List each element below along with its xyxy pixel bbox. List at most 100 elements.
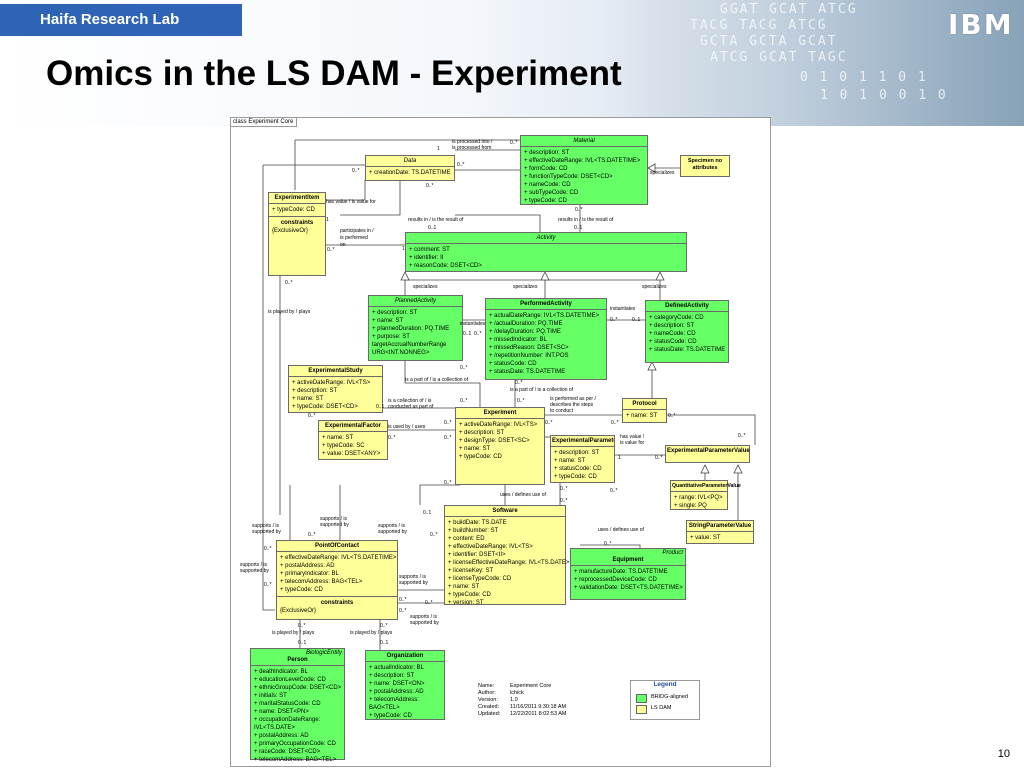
relation-label: is processed into / (452, 139, 493, 145)
relation-label: supported by (320, 522, 349, 528)
quantitativeparametervalue-attribute: + range: IVL<PQ> (674, 495, 723, 501)
stringparametervalue-class: StringParameterValue + value: ST (686, 520, 754, 544)
plannedactivity-attribute: URG<INT.NONNEG> (372, 350, 430, 356)
multiplicity: 0..* (308, 413, 316, 419)
multiplicity: 0..* (575, 207, 583, 213)
person-attribute: + educationLevelCode: CD (254, 677, 326, 683)
performedactivity-attribute: + missedReason: DSET<SC> (489, 345, 569, 351)
performedactivity-class: PerformedActivity + actualDateRange: IVL… (485, 298, 607, 380)
organization-attribute: + name: DSET<ON> (369, 681, 425, 687)
relation-label: has value / is value for (326, 199, 376, 205)
multiplicity: 0..* (264, 582, 272, 588)
relation-label: supports / is (410, 614, 437, 620)
meta-author-value: lchick (510, 690, 524, 696)
relation-label: is a part of / is a collection of (510, 387, 574, 393)
pointofcontact-class: PointOfContact + effectiveDateRange: IVL… (276, 540, 398, 620)
relation-label: supported by (410, 620, 439, 626)
experimentitem-constraints: {ExclusiveOr} (272, 228, 309, 234)
pointofcontact-constraints: {ExclusiveOr} (280, 608, 317, 614)
material-attribute: + subTypeCode: CD (524, 190, 579, 196)
activity-attribute: + identifier: II (409, 255, 444, 261)
experiment-attribute: + name: ST (459, 446, 491, 452)
material-attribute: + functionTypeCode: DSET<CD> (524, 174, 613, 180)
organization-attribute: + actualIndicator: BL (369, 665, 424, 671)
relation-label: on (340, 242, 346, 248)
equipment-attribute: + reprocessedDeviceCode: CD (574, 577, 657, 583)
multiplicity: 0..* (457, 162, 465, 168)
pointofcontact-attribute: + telecomAddress: BAG<TEL> (280, 579, 363, 585)
protocol-attribute: + name: ST (626, 413, 658, 419)
relation-label: to conduct (550, 408, 574, 414)
meta-created-value: 11/16/2011 9:30:18 AM (510, 704, 567, 710)
software-attribute: + effectiveDateRange: IVL<TS> (448, 544, 533, 550)
relation-label: specializes (650, 170, 675, 176)
legend-item-bridg: BRIDG-aligned (651, 694, 688, 700)
software-attribute: + buildDate: TS.DATE (448, 520, 507, 526)
experimentalfactor-attribute: + name: ST (322, 435, 354, 441)
relation-label: is a collection of / is (388, 398, 432, 404)
performedactivity-attribute: + missedIndicator: BL (489, 337, 547, 343)
relation-label: supports / is (378, 523, 405, 529)
relation-label: specializes (513, 284, 538, 290)
slide-title: Omics in the LS DAM - Experiment (46, 54, 622, 93)
diagram-metadata-values: Experiment Core lchick 1.0 11/16/2011 9:… (510, 683, 566, 718)
legend-title: Legend (653, 681, 677, 688)
equipment-attribute: + manufactureDate: TS.DATETIME (574, 569, 668, 575)
plannedactivity-attribute: + plannedDuration: PQ.TIME (372, 326, 450, 332)
definedactivity-attribute: + statusDate: TS.DATETIME (649, 347, 726, 353)
multiplicity: 0..* (430, 532, 438, 538)
material-class: Material + description: ST+ effectiveDat… (520, 135, 648, 205)
multiplicity: 0..* (444, 420, 452, 426)
multiplicity: 0..1 (380, 640, 389, 646)
relation-label: is a part of / is a collection of (405, 377, 469, 383)
relation-label: supported by (252, 529, 281, 535)
experimentalfactor-class-name: ExperimentalFactor (319, 421, 387, 432)
relation-label: supported by (240, 568, 269, 574)
equipment-class-name: Equipment (612, 557, 644, 563)
organization-attribute: + description: ST (369, 673, 415, 679)
person-attribute: + deathIndicator: BL (254, 669, 308, 675)
software-attribute: + licenseKey: ST (448, 568, 494, 574)
experimentalfactor-attribute: + value: DSET<ANY> (322, 451, 381, 457)
experimentitem-class: ExperimentItem + typeCode: CD constraint… (268, 192, 326, 276)
relation-label: results in / is the result of (408, 217, 464, 223)
lab-tag: Haifa Research Lab (0, 4, 242, 36)
multiplicity: 0..* (460, 365, 468, 371)
multiplicity: 0..* (399, 608, 407, 614)
relation-label: uses / defines use of (500, 492, 546, 498)
relation-label: is performed as per / (550, 396, 596, 402)
multiplicity: 0..* (298, 623, 306, 629)
definedactivity-attribute: + categoryCode: CD (649, 315, 704, 321)
relation-label: has value / (620, 434, 645, 440)
pointofcontact-attribute: + typeCode: CD (280, 587, 323, 593)
definedactivity-attribute: + nameCode: CD (649, 331, 696, 337)
experiment-attribute: + description: ST (459, 430, 505, 436)
experimentitem-constraints-title: constraints (280, 220, 314, 226)
multiplicity: 0..* (510, 140, 518, 146)
meta-updated-label: Updated: (478, 711, 501, 717)
relation-label: describes the steps (550, 402, 594, 408)
multiplicity: 0..* (545, 420, 553, 426)
meta-name-value: Experiment Core (510, 683, 552, 689)
multiplicity: 0..* (264, 546, 272, 552)
multiplicity: 1 (402, 246, 405, 252)
relation-label: is played by / plays (272, 630, 315, 636)
pointofcontact-attribute: + postalAddress: AD (280, 563, 335, 569)
performedactivity-attribute: + /delayDuration: PQ.TIME (489, 329, 561, 335)
experiment-attribute: + typeCode: CD (459, 454, 502, 460)
legend: Legend BRIDG-aligned LS DAM (630, 680, 700, 720)
performedactivity-class-name: PerformedActivity (486, 299, 606, 310)
performedactivity-attribute: + statusDate: TS.DATETIME (489, 369, 566, 375)
multiplicity: 1 (618, 455, 621, 461)
stringparametervalue-class-name: StringParameterValue (687, 521, 753, 532)
relation-label: instantiates (610, 306, 636, 312)
software-attribute: + licenseTypeCode: CD (448, 576, 512, 582)
multiplicity: 0..* (655, 455, 663, 461)
meta-updated-value: 12/22/2011 8:02:53 AM (510, 711, 567, 717)
experimentalparameter-attribute: + description: ST (554, 450, 600, 456)
legend-swatch-lsdam (636, 705, 647, 714)
multiplicity: 0..* (515, 380, 523, 386)
relation-label: participates in / (340, 228, 374, 234)
experiment-attribute: + activeDateRange: IVL<TS> (459, 422, 538, 428)
